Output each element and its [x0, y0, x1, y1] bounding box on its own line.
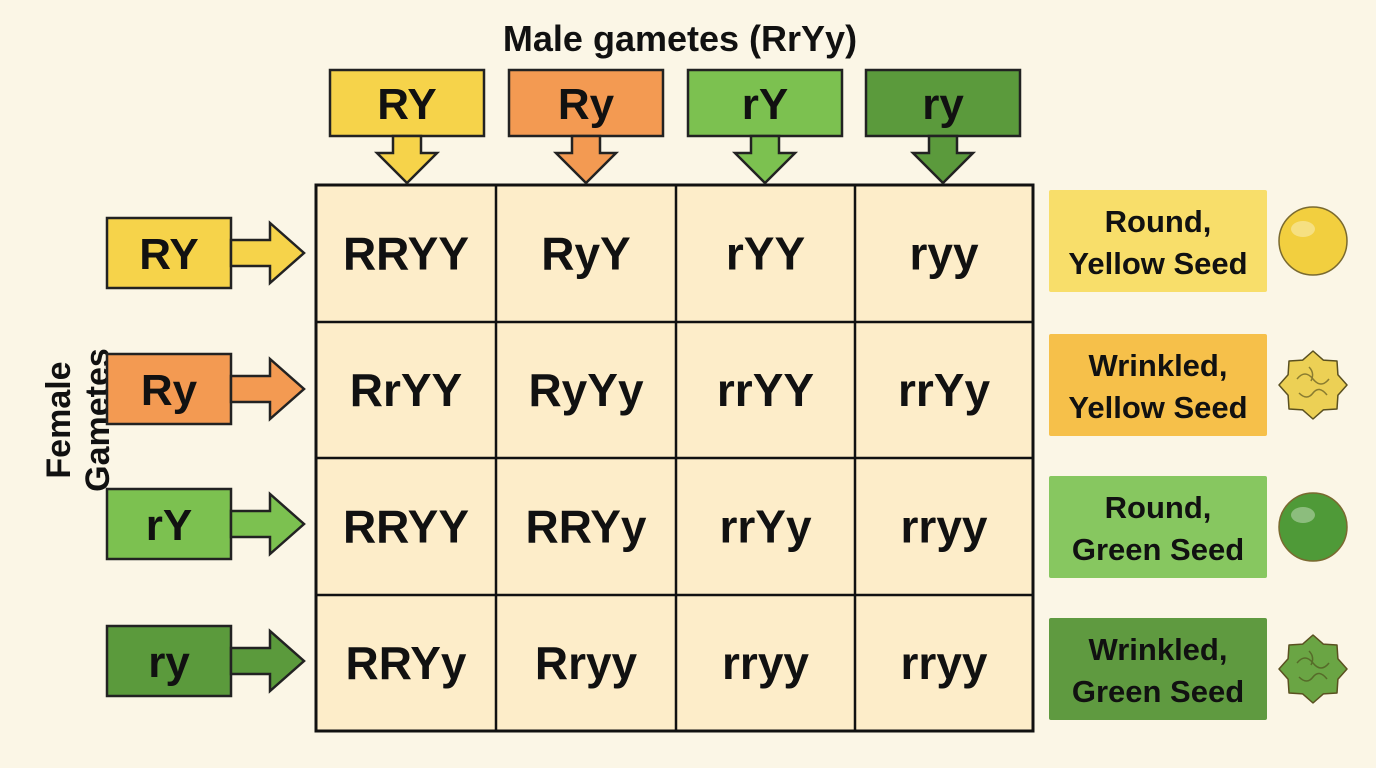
diagram-title: Male gametes (RrYy) — [502, 18, 858, 59]
female-gamete-2: Ry — [105, 352, 306, 426]
round-yellow-seed-icon — [1278, 206, 1348, 276]
legend-item-3: Round, Green Seed — [1049, 476, 1348, 578]
female-gamete-box — [105, 352, 233, 426]
male-gamete-label: ry — [922, 80, 964, 129]
genotype-cell-r2-c2: RyYy — [528, 364, 643, 416]
arrow-down-icon — [552, 134, 620, 185]
female-gamete-1: RY — [105, 216, 306, 290]
legend-box — [1049, 476, 1267, 578]
legend-line2: Green Seed — [1072, 532, 1244, 567]
female-gamete-label: ry — [148, 638, 190, 687]
legend-line2: Yellow Seed — [1068, 246, 1247, 281]
round-green-seed-icon — [1278, 492, 1348, 562]
legend-line1: Wrinkled, — [1089, 632, 1228, 667]
genotype-cell-r3-c3: rrYy — [719, 501, 811, 553]
arrow-right-icon — [229, 491, 306, 557]
arrow-right-icon — [229, 628, 306, 694]
male-gamete-label: RY — [377, 80, 437, 129]
wrinkled-yellow-seed-icon — [1278, 350, 1348, 420]
legend-item-2: Wrinkled, Yellow Seed — [1049, 334, 1348, 436]
genotype-cell-r3-c2: RRYy — [526, 501, 647, 553]
genotype-cell-r1-c1: RRYY — [343, 228, 469, 280]
genotype-cell-r4-c3: rryy — [722, 637, 809, 689]
female-gamete-label: Ry — [141, 366, 198, 415]
seed-highlight — [1291, 221, 1315, 237]
female-gamete-label: RY — [139, 230, 199, 279]
female-gamete-3: rY — [105, 487, 306, 561]
arrow-down-icon — [909, 134, 977, 185]
genotype-cell-r4-c1: RRYy — [346, 637, 467, 689]
genotype-cell-r2-c3: rrYY — [717, 364, 814, 416]
genotype-cell-r4-c2: Rryy — [535, 637, 638, 689]
female-gamete-box — [105, 216, 233, 290]
arrow-right-icon — [229, 220, 306, 286]
male-gamete-1: RY — [328, 68, 486, 185]
legend-box — [1049, 190, 1267, 292]
legend-box — [1049, 618, 1267, 720]
genotype-cell-r2-c1: RrYY — [350, 364, 462, 416]
genotype-cell-r1-c4: ryy — [909, 228, 978, 280]
male-gamete-2: Ry — [507, 68, 665, 185]
male-gamete-label: rY — [742, 80, 788, 129]
wrinkled-green-seed-icon — [1278, 634, 1348, 704]
legend-line2: Yellow Seed — [1068, 390, 1247, 425]
arrow-right-icon — [229, 356, 306, 422]
seed-body — [1278, 206, 1348, 276]
seed-wrinkles — [1296, 366, 1330, 398]
legend-line1: Round, — [1105, 204, 1212, 239]
female-gamete-label: rY — [146, 501, 192, 550]
genotype-cell-r4-c4: rryy — [901, 637, 988, 689]
legend-line1: Wrinkled, — [1089, 348, 1228, 383]
genotype-cell-r3-c1: RRYY — [343, 501, 469, 553]
genotype-cell-r1-c3: rYY — [726, 228, 805, 280]
legend-item-1: Round, Yellow Seed — [1049, 190, 1348, 292]
legend-box — [1049, 334, 1267, 436]
seed-wrinkles — [1296, 650, 1330, 682]
female-gamete-4: ry — [105, 624, 306, 698]
legend-line2: Green Seed — [1072, 674, 1244, 709]
genotype-cell-r1-c2: RyY — [541, 228, 630, 280]
genotype-cell-r3-c4: rryy — [901, 501, 988, 553]
male-gamete-3: rY — [686, 68, 844, 185]
seed-body — [1278, 350, 1348, 420]
seed-body — [1278, 492, 1348, 562]
genotype-cell-r2-c4: rrYy — [898, 364, 990, 416]
arrow-down-icon — [731, 134, 799, 185]
arrow-down-icon — [373, 134, 441, 185]
legend-line1: Round, — [1105, 490, 1212, 525]
seed-highlight — [1291, 507, 1315, 523]
seed-body — [1278, 634, 1348, 704]
male-gamete-label: Ry — [558, 80, 615, 129]
legend-item-4: Wrinkled, Green Seed — [1049, 618, 1348, 720]
female-gamete-box — [105, 624, 233, 698]
male-gamete-4: ry — [864, 68, 1022, 185]
